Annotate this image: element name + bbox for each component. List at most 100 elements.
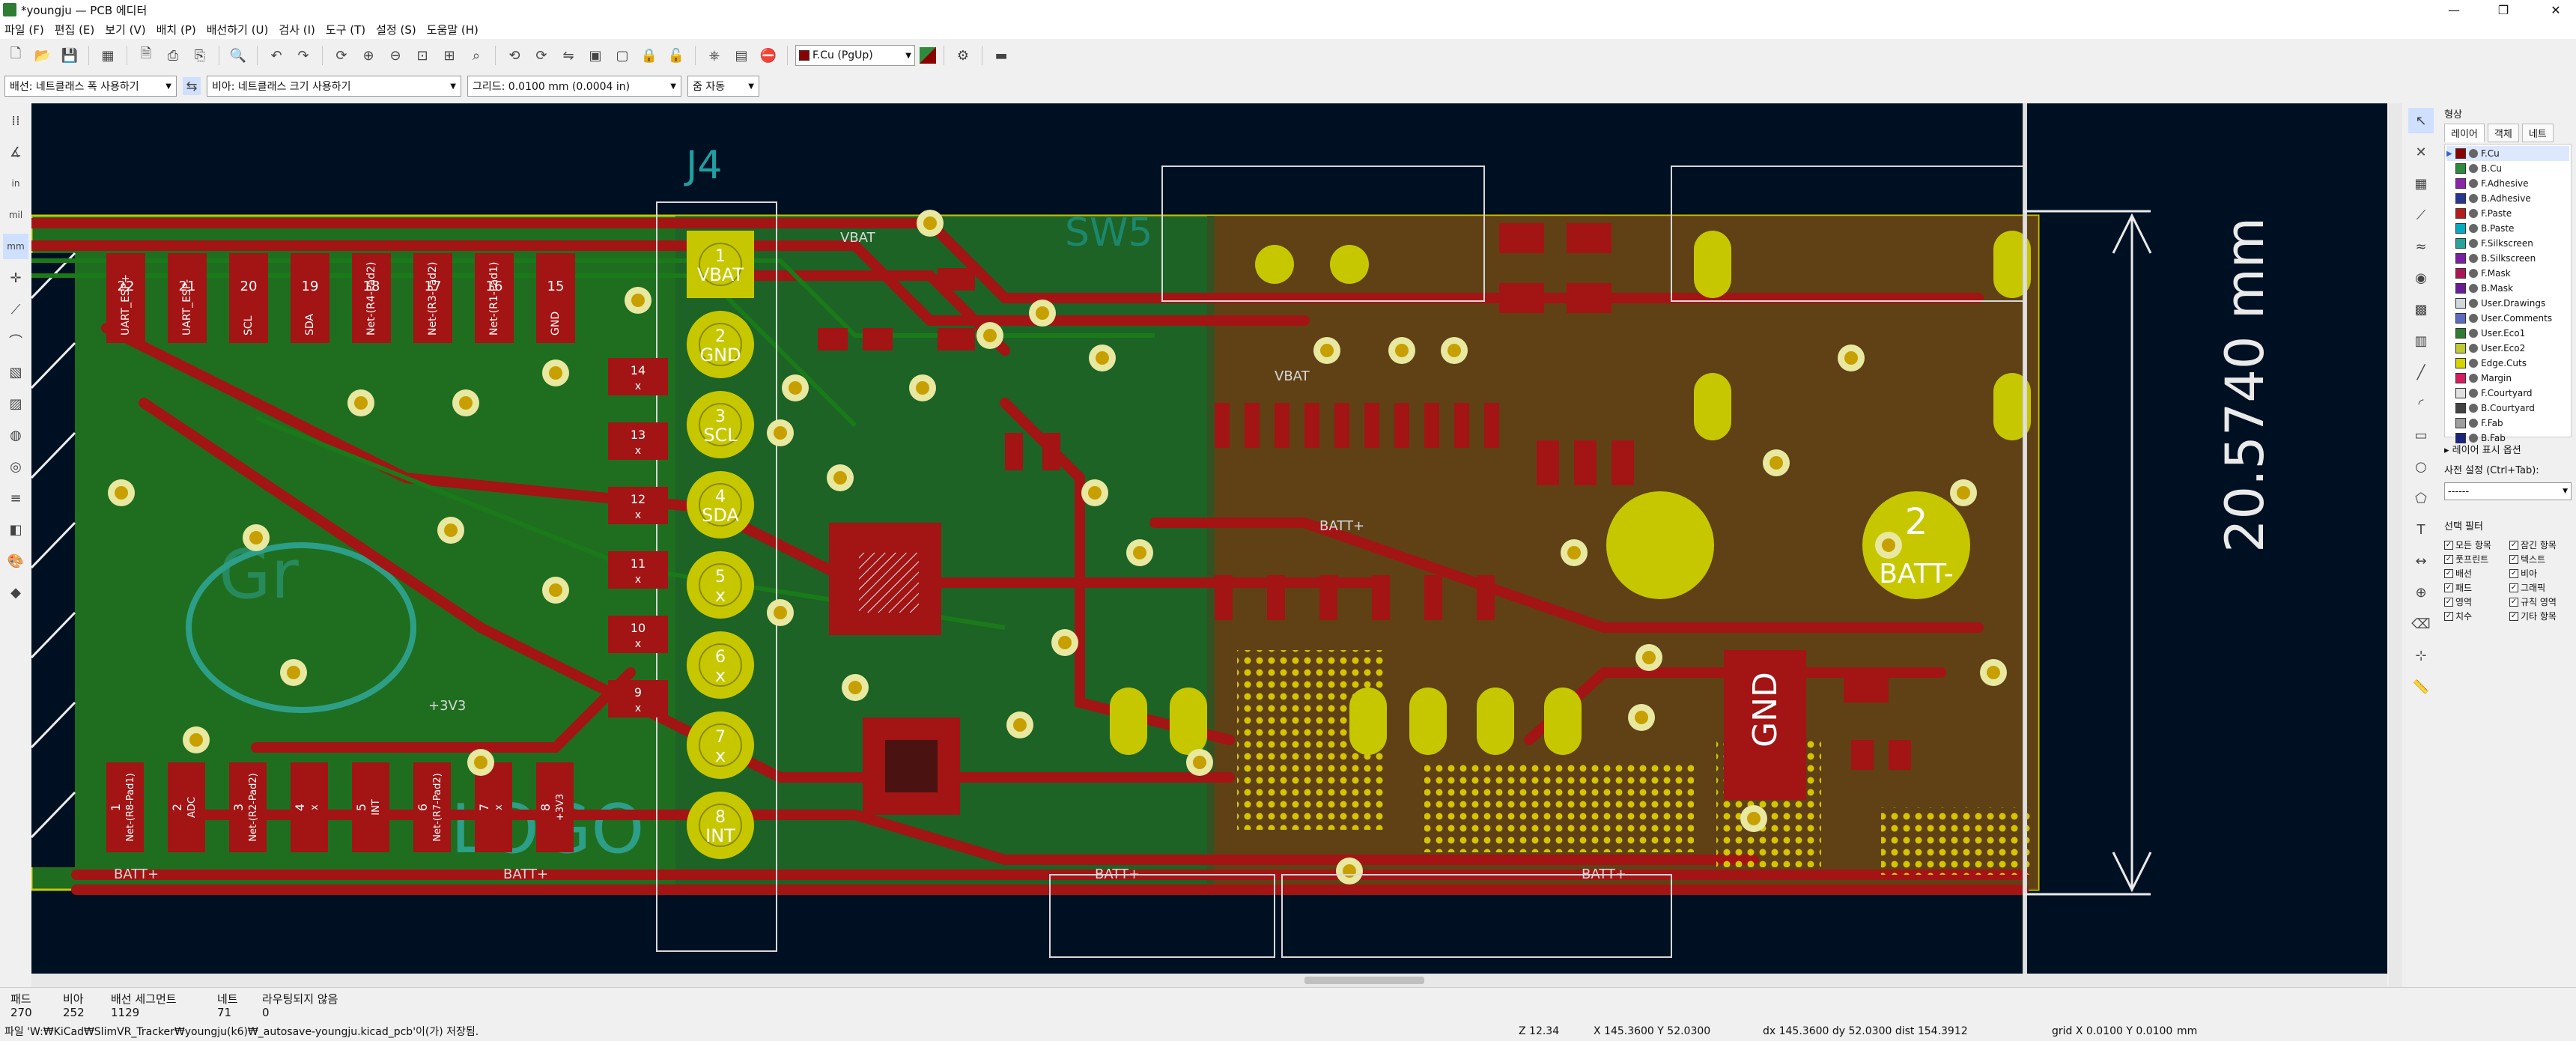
layer-color-swatch[interactable] [2455,298,2466,309]
zone-fill-icon[interactable]: ▧ [9,364,22,380]
filter-checkbox[interactable]: ✓기타 항목 [2509,610,2572,622]
add-footprint-icon[interactable]: ▦ [2414,175,2428,192]
pcb-canvas[interactable]: LOGO Gr 22UART_ESP+21UART_ESP-20SCL19SDA… [31,103,2387,987]
restore-button[interactable]: ❐ [2497,2,2509,17]
console-icon[interactable]: ▬ [994,47,1008,64]
filter-checkbox[interactable]: ✓풋프린트 [2444,553,2506,565]
draw-circle-icon[interactable]: ○ [2415,458,2427,475]
visibility-eye-icon[interactable] [2469,374,2478,383]
layer-color-swatch[interactable] [2455,418,2466,428]
cursor-shape-icon[interactable]: ✛ [10,270,22,286]
filter-checkbox[interactable]: ✓비아 [2509,567,2572,580]
visibility-eye-icon[interactable] [2469,224,2478,233]
zoom-selection-icon[interactable]: ⌕ [472,47,481,64]
visibility-eye-icon[interactable] [2469,254,2478,263]
layer-row[interactable]: User.Eco1 [2446,326,2569,341]
draw-arc-icon[interactable]: ◜ [2418,395,2424,412]
add-target-icon[interactable]: ⊕ [2415,584,2427,601]
zone-outline-icon[interactable]: ▨ [9,395,22,412]
visibility-eye-icon[interactable] [2469,404,2478,413]
layer-color-swatch[interactable] [2455,433,2466,443]
footprint-editor-icon[interactable]: ▤ [735,47,748,64]
menu-preferences[interactable]: 설정 (S) [376,22,416,37]
scroll-thumb[interactable] [1304,977,1424,984]
high-contrast-icon[interactable]: ◧ [9,521,22,538]
measure-icon[interactable]: 📏 [2412,679,2430,695]
layer-row[interactable]: F.Courtyard [2446,386,2569,401]
zoom-out-icon[interactable]: ⊖ [389,47,401,64]
filter-checkbox[interactable]: ✓잠긴 항목 [2509,538,2572,551]
visibility-eye-icon[interactable] [2469,269,2478,278]
layer-row[interactable]: User.Comments [2446,311,2569,326]
grid-toggle-icon[interactable]: ⁞⁞ [11,112,20,129]
menu-help[interactable]: 도움말 (H) [426,22,479,37]
page-settings-icon[interactable]: 🗎 [140,46,152,61]
close-button[interactable]: ✕ [2551,2,2561,17]
auto-track-width-icon[interactable]: ⇆ [183,77,201,95]
visibility-eye-icon[interactable] [2469,164,2478,173]
layer-color-swatch[interactable] [2455,193,2466,204]
netlist-icon[interactable]: ⎈ [708,47,720,64]
group-icon[interactable]: ▣ [589,47,602,64]
add-rule-area-icon[interactable]: ▥ [2414,333,2428,349]
net-colors-icon[interactable]: 🎨 [7,553,25,569]
visibility-eye-icon[interactable] [2469,299,2478,308]
pad-outline-icon[interactable]: ◍ [10,427,22,443]
filter-checkbox[interactable]: ✓모든 항목 [2444,538,2506,551]
filter-checkbox[interactable]: ✓그래픽 [2509,581,2572,594]
layer-row[interactable]: B.Adhesive [2446,191,2569,206]
layer-row[interactable]: B.Mask [2446,281,2569,296]
track-width-select[interactable]: 배선: 네트클래스 폭 사용하기▼ [4,76,177,97]
filter-checkbox[interactable]: ✓텍스트 [2509,553,2572,565]
visibility-eye-icon[interactable] [2469,179,2478,188]
filter-checkbox[interactable]: ✓치수 [2444,610,2506,622]
vertical-scrollbar[interactable] [2389,103,2402,987]
route-diff-pair-icon[interactable]: ≈ [2415,238,2427,255]
zoom-in-icon[interactable]: ⊕ [362,47,374,64]
menu-route[interactable]: 배선하기 (U) [206,22,269,37]
route-track-icon[interactable]: ⟋ [2416,207,2426,223]
layer-color-swatch[interactable] [2455,223,2466,234]
layer-color-swatch[interactable] [2455,283,2466,294]
menu-tools[interactable]: 도구 (T) [325,22,366,37]
find-icon[interactable]: 🔍 [229,47,247,64]
visibility-eye-icon[interactable] [2469,419,2478,428]
draw-rectangle-icon[interactable]: ▭ [2414,427,2428,443]
unlock-icon[interactable]: 🔓 [667,47,685,64]
layer-row[interactable]: B.Paste [2446,221,2569,236]
layer-row[interactable]: ▶F.Cu [2446,146,2569,161]
layer-row[interactable]: F.Paste [2446,206,2569,221]
menu-place[interactable]: 배치 (P) [156,22,196,37]
rotate-ccw-icon[interactable]: ⟲ [508,47,520,64]
filter-checkbox[interactable]: ✓패드 [2444,581,2506,594]
layer-color-swatch[interactable] [2455,328,2466,339]
minimize-button[interactable]: — [2448,2,2460,17]
layer-color-swatch[interactable] [2455,268,2466,279]
tab-layers[interactable]: 레이어 [2444,124,2485,142]
menu-file[interactable]: 파일 (F) [4,22,44,37]
layer-color-swatch[interactable] [2455,343,2466,353]
visibility-eye-icon[interactable] [2469,239,2478,248]
layer-pair-icon[interactable] [920,47,936,64]
plot-icon[interactable]: ⎘ [194,47,206,64]
visibility-eye-icon[interactable] [2469,359,2478,368]
local-ratsnest-icon[interactable]: ✕ [2415,144,2427,160]
visibility-eye-icon[interactable] [2469,389,2478,398]
filter-checkbox[interactable]: ✓규칙 영역 [2509,595,2572,608]
grid-select[interactable]: 그리드: 0.0100 mm (0.0004 in)▼ [467,76,681,97]
layer-color-swatch[interactable] [2455,178,2466,189]
inch-units-icon[interactable]: in [11,178,20,189]
draw-line-icon[interactable]: ╱ [2416,364,2425,380]
layer-row[interactable]: B.Fab [2446,431,2569,446]
tab-nets[interactable]: 네트 [2521,124,2554,142]
via-outline-icon[interactable]: ◎ [10,458,22,475]
lock-icon[interactable]: 🔒 [640,47,658,64]
layer-row[interactable]: Margin [2446,371,2569,386]
save-icon[interactable]: 💾 [61,47,79,64]
track-outline-icon[interactable]: ≡ [10,490,22,506]
layer-color-swatch[interactable] [2455,373,2466,383]
layer-row[interactable]: Edge.Cuts [2446,356,2569,371]
layer-color-swatch[interactable] [2455,358,2466,368]
redo-icon[interactable]: ↷ [297,47,309,64]
set-origin-icon[interactable]: ⊹ [2415,647,2427,664]
